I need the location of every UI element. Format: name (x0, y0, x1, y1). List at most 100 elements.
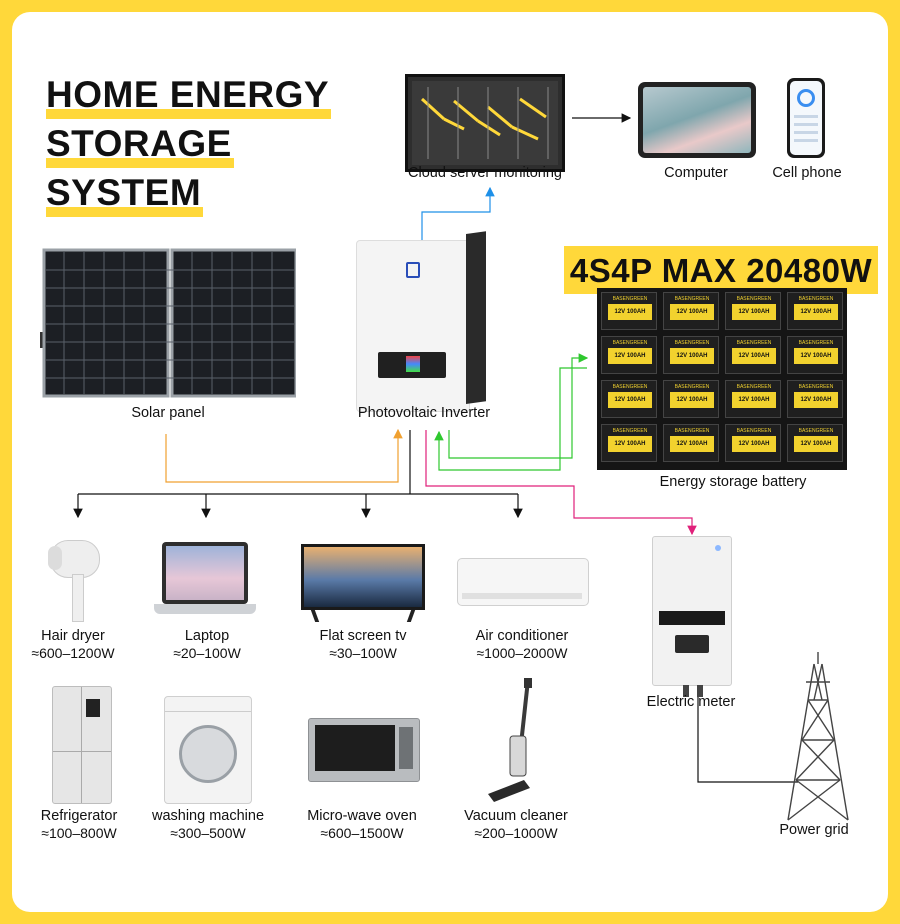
title-line-3: SYSTEM (46, 168, 204, 217)
appliance-6-name: washing machine (151, 808, 265, 824)
inverter-to-cloud-arrow (421, 186, 495, 240)
inverter-to-meter-arrow (425, 430, 697, 536)
vacuum-cleaner-image (484, 676, 544, 806)
battery-module: 12V 100AH BASENGREEN (725, 292, 781, 330)
solar-label: Solar panel (131, 405, 205, 421)
battery-module: 12V 100AH BASENGREEN (601, 336, 657, 374)
server-rack-icon (412, 81, 558, 165)
page-title: HOME ENERGY STORAGE SYSTEM (46, 70, 332, 217)
battery-module-brand: BASENGREEN (736, 340, 772, 346)
battery-to-inverter-arrow (434, 367, 587, 471)
meter-display (659, 611, 725, 625)
battery-module-label: 12V 100AH (732, 392, 776, 408)
cloud-label: Cloud server monitoring (408, 165, 562, 181)
appliance-8-name: Vacuum cleaner (464, 808, 568, 824)
battery-module: 12V 100AH BASENGREEN (725, 336, 781, 374)
battery-module: 12V 100AH BASENGREEN (787, 380, 843, 418)
battery-module: 12V 100AH BASENGREEN (787, 292, 843, 330)
battery-module-label: 12V 100AH (732, 304, 776, 320)
battery-module: 12V 100AH BASENGREEN (787, 424, 843, 462)
battery-module-brand: BASENGREEN (674, 384, 710, 390)
phone-label: Cell phone (772, 165, 842, 181)
inverter-display (378, 352, 446, 378)
computer-label: Computer (664, 165, 728, 181)
transmission-tower-icon (787, 652, 849, 821)
battery-module-brand: BASENGREEN (612, 296, 648, 302)
inverter-to-battery-arrow (448, 353, 589, 459)
appliance-4-power: ≈1000–2000W (476, 645, 568, 661)
battery-module: 12V 100AH BASENGREEN (663, 336, 719, 374)
appliance-8-power: ≈200–1000W (474, 825, 558, 841)
battery-module-label: 12V 100AH (732, 348, 776, 364)
battery-module-label: 12V 100AH (670, 304, 714, 320)
air-conditioner-image (457, 558, 589, 606)
appliance-3-power: ≈30–100W (329, 645, 397, 661)
vacuum-icon (488, 678, 532, 802)
battery-module-label: 12V 100AH (608, 304, 652, 320)
battery-module-label: 12V 100AH (670, 392, 714, 408)
battery-module-brand: BASENGREEN (798, 428, 834, 434)
appliance-1-name: Hair dryer (41, 628, 105, 644)
connector-lines (73, 113, 798, 783)
refrigerator-image (52, 686, 112, 804)
washing-machine-image (164, 696, 252, 804)
battery-module-label: 12V 100AH (670, 348, 714, 364)
battery-module: 12V 100AH BASENGREEN (663, 380, 719, 418)
battery-module-brand: BASENGREEN (736, 296, 772, 302)
inverter-image (356, 231, 486, 412)
grid-label: Power grid (779, 822, 849, 838)
battery-config-text: 4S4P MAX 20480W (569, 252, 873, 289)
battery-module-brand: BASENGREEN (612, 428, 648, 434)
battery-module-brand: BASENGREEN (674, 296, 710, 302)
battery-module-label: 12V 100AH (608, 348, 652, 364)
appliance-4-name: Air conditioner (475, 628, 569, 644)
battery-module: 12V 100AH BASENGREEN (663, 292, 719, 330)
battery-module-brand: BASENGREEN (612, 340, 648, 346)
power-grid-image (768, 650, 868, 822)
appliance-7-power: ≈600–1500W (320, 825, 404, 841)
meter-terminal (675, 635, 709, 653)
appliance-3-name: Flat screen tv (319, 628, 407, 644)
battery-module-label: 12V 100AH (608, 392, 652, 408)
battery-module-brand: BASENGREEN (736, 428, 772, 434)
hair-dryer-image (46, 536, 106, 622)
appliance-2-power: ≈20–100W (173, 645, 241, 661)
battery-module: 12V 100AH BASENGREEN (601, 380, 657, 418)
phone-image (787, 78, 825, 158)
solar-to-inverter-arrow (165, 428, 403, 483)
tv-image (301, 544, 425, 624)
battery-module-label: 12V 100AH (794, 348, 838, 364)
battery-module-label: 12V 100AH (732, 436, 776, 452)
battery-module-label: 12V 100AH (670, 436, 714, 452)
battery-module-brand: BASENGREEN (798, 384, 834, 390)
appliance-2-name: Laptop (184, 628, 230, 644)
battery-module-label: 12V 100AH (608, 436, 652, 452)
battery-module-brand: BASENGREEN (674, 340, 710, 346)
appliance-5-power: ≈100–800W (41, 825, 117, 841)
battery-module-brand: BASENGREEN (674, 428, 710, 434)
battery-module-label: 12V 100AH (794, 436, 838, 452)
appliance-5-name: Refrigerator (40, 808, 118, 824)
battery-module: 12V 100AH BASENGREEN (601, 292, 657, 330)
laptop-image (154, 542, 256, 620)
title-line-2: STORAGE (46, 119, 234, 168)
battery-module-label: 12V 100AH (794, 392, 838, 408)
phone-screen (790, 81, 822, 155)
meter-to-grid-line (697, 684, 798, 783)
battery-module: 12V 100AH BASENGREEN (663, 424, 719, 462)
appliance-6-power: ≈300–500W (170, 825, 246, 841)
inverter-label: Photovoltaic Inverter (357, 405, 491, 421)
diagram-card: HOME ENERGY STORAGE SYSTEM (12, 12, 888, 912)
battery-module-brand: BASENGREEN (612, 384, 648, 390)
microwave-image (308, 718, 420, 782)
battery-config-banner: 4S4P MAX 20480W (564, 246, 878, 294)
battery-bank-image: 12V 100AH BASENGREEN 12V 100AH BASENGREEN 12… (597, 288, 847, 470)
battery-module-label: 12V 100AH (794, 304, 838, 320)
appliance-7-name: Micro-wave oven (307, 808, 417, 824)
battery-module-brand: BASENGREEN (798, 296, 834, 302)
electric-meter-image (652, 536, 732, 697)
phone-gauge-icon (797, 89, 815, 107)
battery-module: 12V 100AH BASENGREEN (725, 424, 781, 462)
